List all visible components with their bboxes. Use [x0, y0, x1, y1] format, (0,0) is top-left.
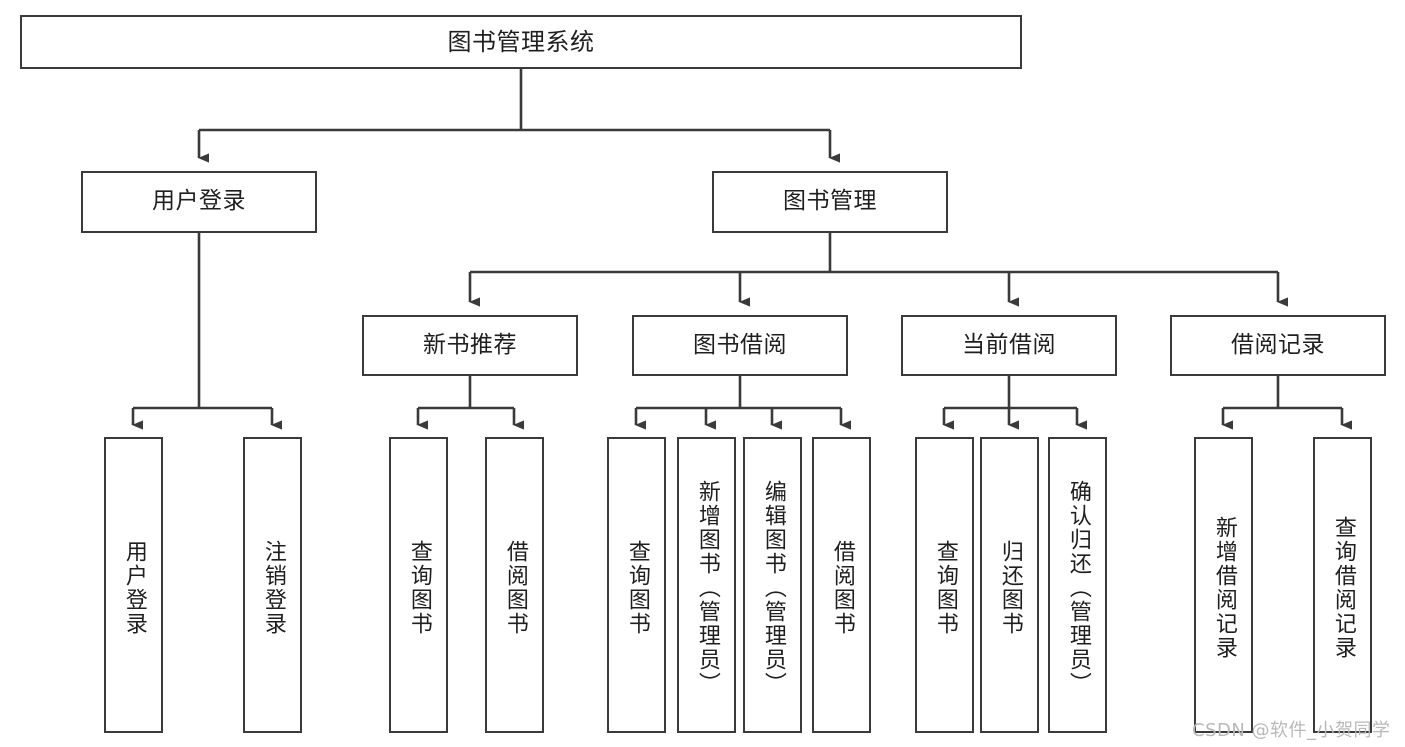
node-leaf-borrow-book[interactable]: 借阅图书: [812, 437, 871, 733]
node-leaf-confirm-return[interactable]: 确认归还（管理员）: [1048, 437, 1107, 733]
node-leaf-query-book-borrow[interactable]: 查询图书: [607, 437, 666, 733]
node-label: 查询图书: [932, 540, 958, 636]
node-label: 新书推荐: [423, 331, 517, 358]
node-leaf-query-book-recommend[interactable]: 查询图书: [389, 437, 448, 733]
node-label: 编辑图书（管理员）: [760, 480, 786, 696]
node-leaf-borrow-book-recommend[interactable]: 借阅图书: [485, 437, 544, 733]
node-leaf-query-borrow-record[interactable]: 查询借阅记录: [1313, 437, 1372, 733]
node-book-borrow[interactable]: 图书借阅: [632, 315, 848, 376]
node-leaf-query-book-current[interactable]: 查询图书: [915, 437, 974, 733]
node-user-login[interactable]: 用户登录: [81, 171, 317, 233]
node-label: 注销登录: [260, 540, 286, 636]
node-label: 查询图书: [624, 540, 650, 636]
node-label: 查询借阅记录: [1330, 516, 1356, 660]
node-label: 借阅记录: [1231, 331, 1325, 358]
node-label: 图书借阅: [693, 331, 787, 358]
node-label: 用户登录: [152, 188, 246, 215]
node-label: 借阅图书: [829, 540, 855, 636]
csdn-watermark: CSDN @软件_小贺同学: [1192, 720, 1391, 741]
node-label: 新增借阅记录: [1211, 516, 1237, 660]
node-new-book-recommend[interactable]: 新书推荐: [362, 315, 578, 376]
node-root-system[interactable]: 图书管理系统: [20, 15, 1022, 69]
node-label: 图书管理: [783, 188, 877, 215]
node-label: 当前借阅: [962, 331, 1056, 358]
node-leaf-edit-book[interactable]: 编辑图书（管理员）: [743, 437, 802, 733]
node-leaf-add-borrow-record[interactable]: 新增借阅记录: [1194, 437, 1253, 733]
node-leaf-user-login[interactable]: 用户登录: [104, 437, 163, 733]
node-leaf-logout[interactable]: 注销登录: [243, 437, 302, 733]
node-label: 确认归还（管理员）: [1065, 480, 1091, 696]
node-leaf-return-book[interactable]: 归还图书: [980, 437, 1039, 733]
node-label: 新增图书（管理员）: [694, 480, 720, 696]
node-label: 借阅图书: [502, 540, 528, 636]
node-label: 归还图书: [997, 540, 1023, 636]
node-label: 用户登录: [121, 540, 147, 636]
node-label: 图书管理系统: [447, 27, 595, 56]
node-borrow-record[interactable]: 借阅记录: [1170, 315, 1386, 376]
node-leaf-add-book[interactable]: 新增图书（管理员）: [677, 437, 736, 733]
node-current-borrow[interactable]: 当前借阅: [901, 315, 1117, 376]
node-book-manage[interactable]: 图书管理: [712, 171, 948, 233]
node-label: 查询图书: [406, 540, 432, 636]
